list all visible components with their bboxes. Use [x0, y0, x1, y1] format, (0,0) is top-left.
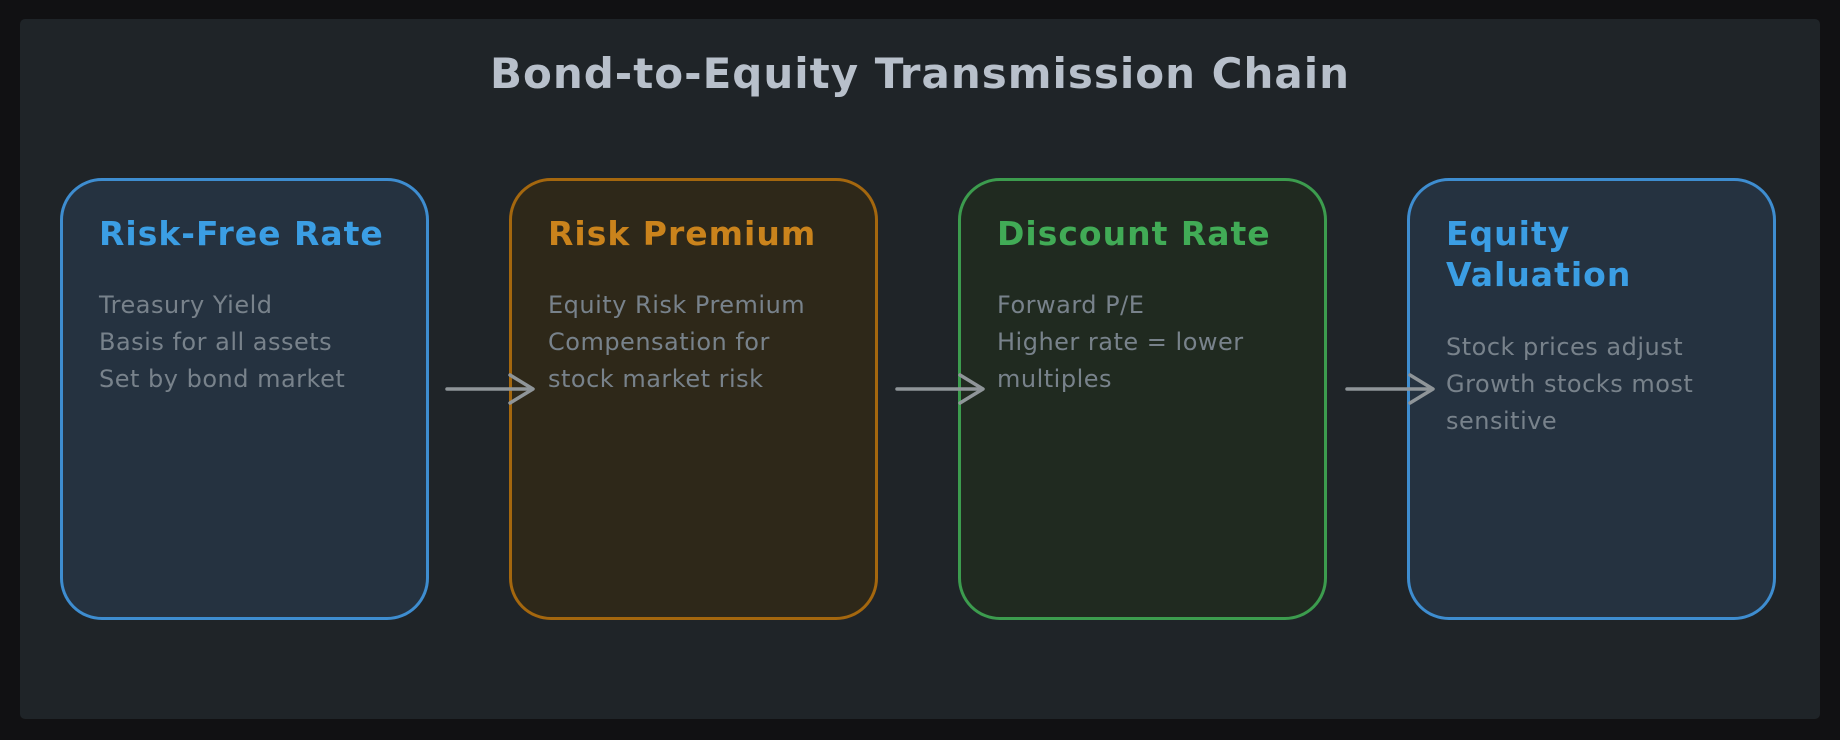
- node-title: Equity Valuation: [1446, 214, 1632, 295]
- node-body: Stock prices adjust Growth stocks most s…: [1446, 329, 1737, 440]
- node-line: multiples: [997, 365, 1113, 394]
- node-line: Stock prices adjust: [1446, 332, 1684, 361]
- node-body: Equity Risk Premium Compensation for sto…: [548, 287, 839, 398]
- flow-arrow-icon: [444, 369, 536, 409]
- node-discount-rate: Discount Rate Forward P/E Higher rate = …: [958, 178, 1327, 620]
- diagram-title: Bond-to-Equity Transmission Chain: [489, 49, 1351, 98]
- node-line: Set by bond market: [99, 365, 346, 394]
- chain-row: Risk-Free Rate Treasury Yield Basis for …: [60, 178, 1776, 620]
- node-body: Treasury Yield Basis for all assets Set …: [99, 287, 390, 398]
- node-line: Forward P/E: [997, 291, 1145, 320]
- node-title: Risk Premium: [548, 214, 817, 253]
- node-line: Equity Risk Premium: [548, 291, 806, 320]
- node-risk-free-rate: Risk-Free Rate Treasury Yield Basis for …: [60, 178, 429, 620]
- diagram-canvas: Bond-to-Equity Transmission Chain Risk-F…: [20, 19, 1820, 719]
- node-body: Forward P/E Higher rate = lower multiple…: [997, 287, 1288, 398]
- node-line: Growth stocks most: [1446, 369, 1694, 398]
- node-equity-valuation: Equity Valuation Stock prices adjust Gro…: [1407, 178, 1776, 620]
- node-title: Risk-Free Rate: [99, 214, 384, 253]
- flow-arrow-icon: [1344, 369, 1436, 409]
- node-line: Compensation for: [548, 328, 770, 357]
- node-line: stock market risk: [548, 365, 764, 394]
- node-title: Discount Rate: [997, 214, 1271, 253]
- flow-arrow-icon: [894, 369, 986, 409]
- node-line: Treasury Yield: [99, 291, 273, 320]
- node-risk-premium: Risk Premium Equity Risk Premium Compens…: [509, 178, 878, 620]
- node-line: Higher rate = lower: [997, 328, 1244, 357]
- node-line: Basis for all assets: [99, 328, 333, 357]
- node-line: sensitive: [1446, 406, 1558, 435]
